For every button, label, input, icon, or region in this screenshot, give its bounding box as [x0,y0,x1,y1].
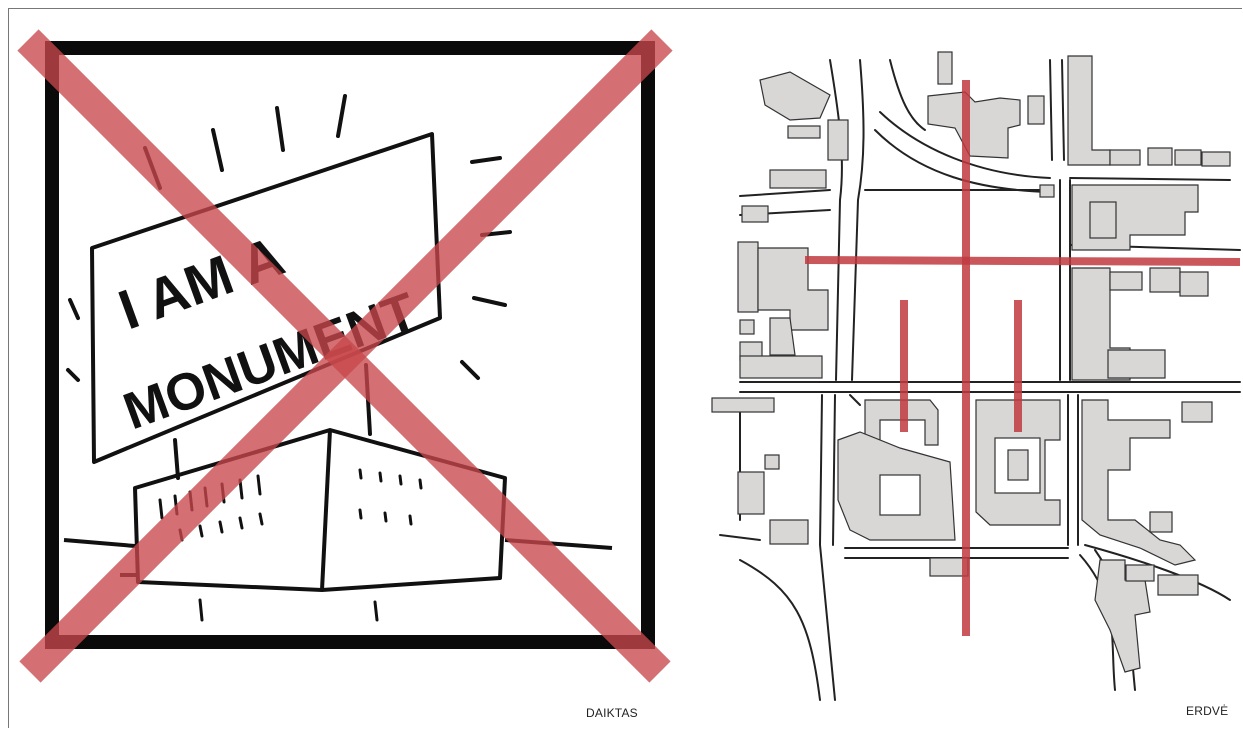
caption-object: DAIKTAS [586,706,638,720]
main-horizontal-axis [805,260,1240,262]
caption-space: ERDVĖ [1186,704,1228,718]
building-footprints [712,52,1230,672]
